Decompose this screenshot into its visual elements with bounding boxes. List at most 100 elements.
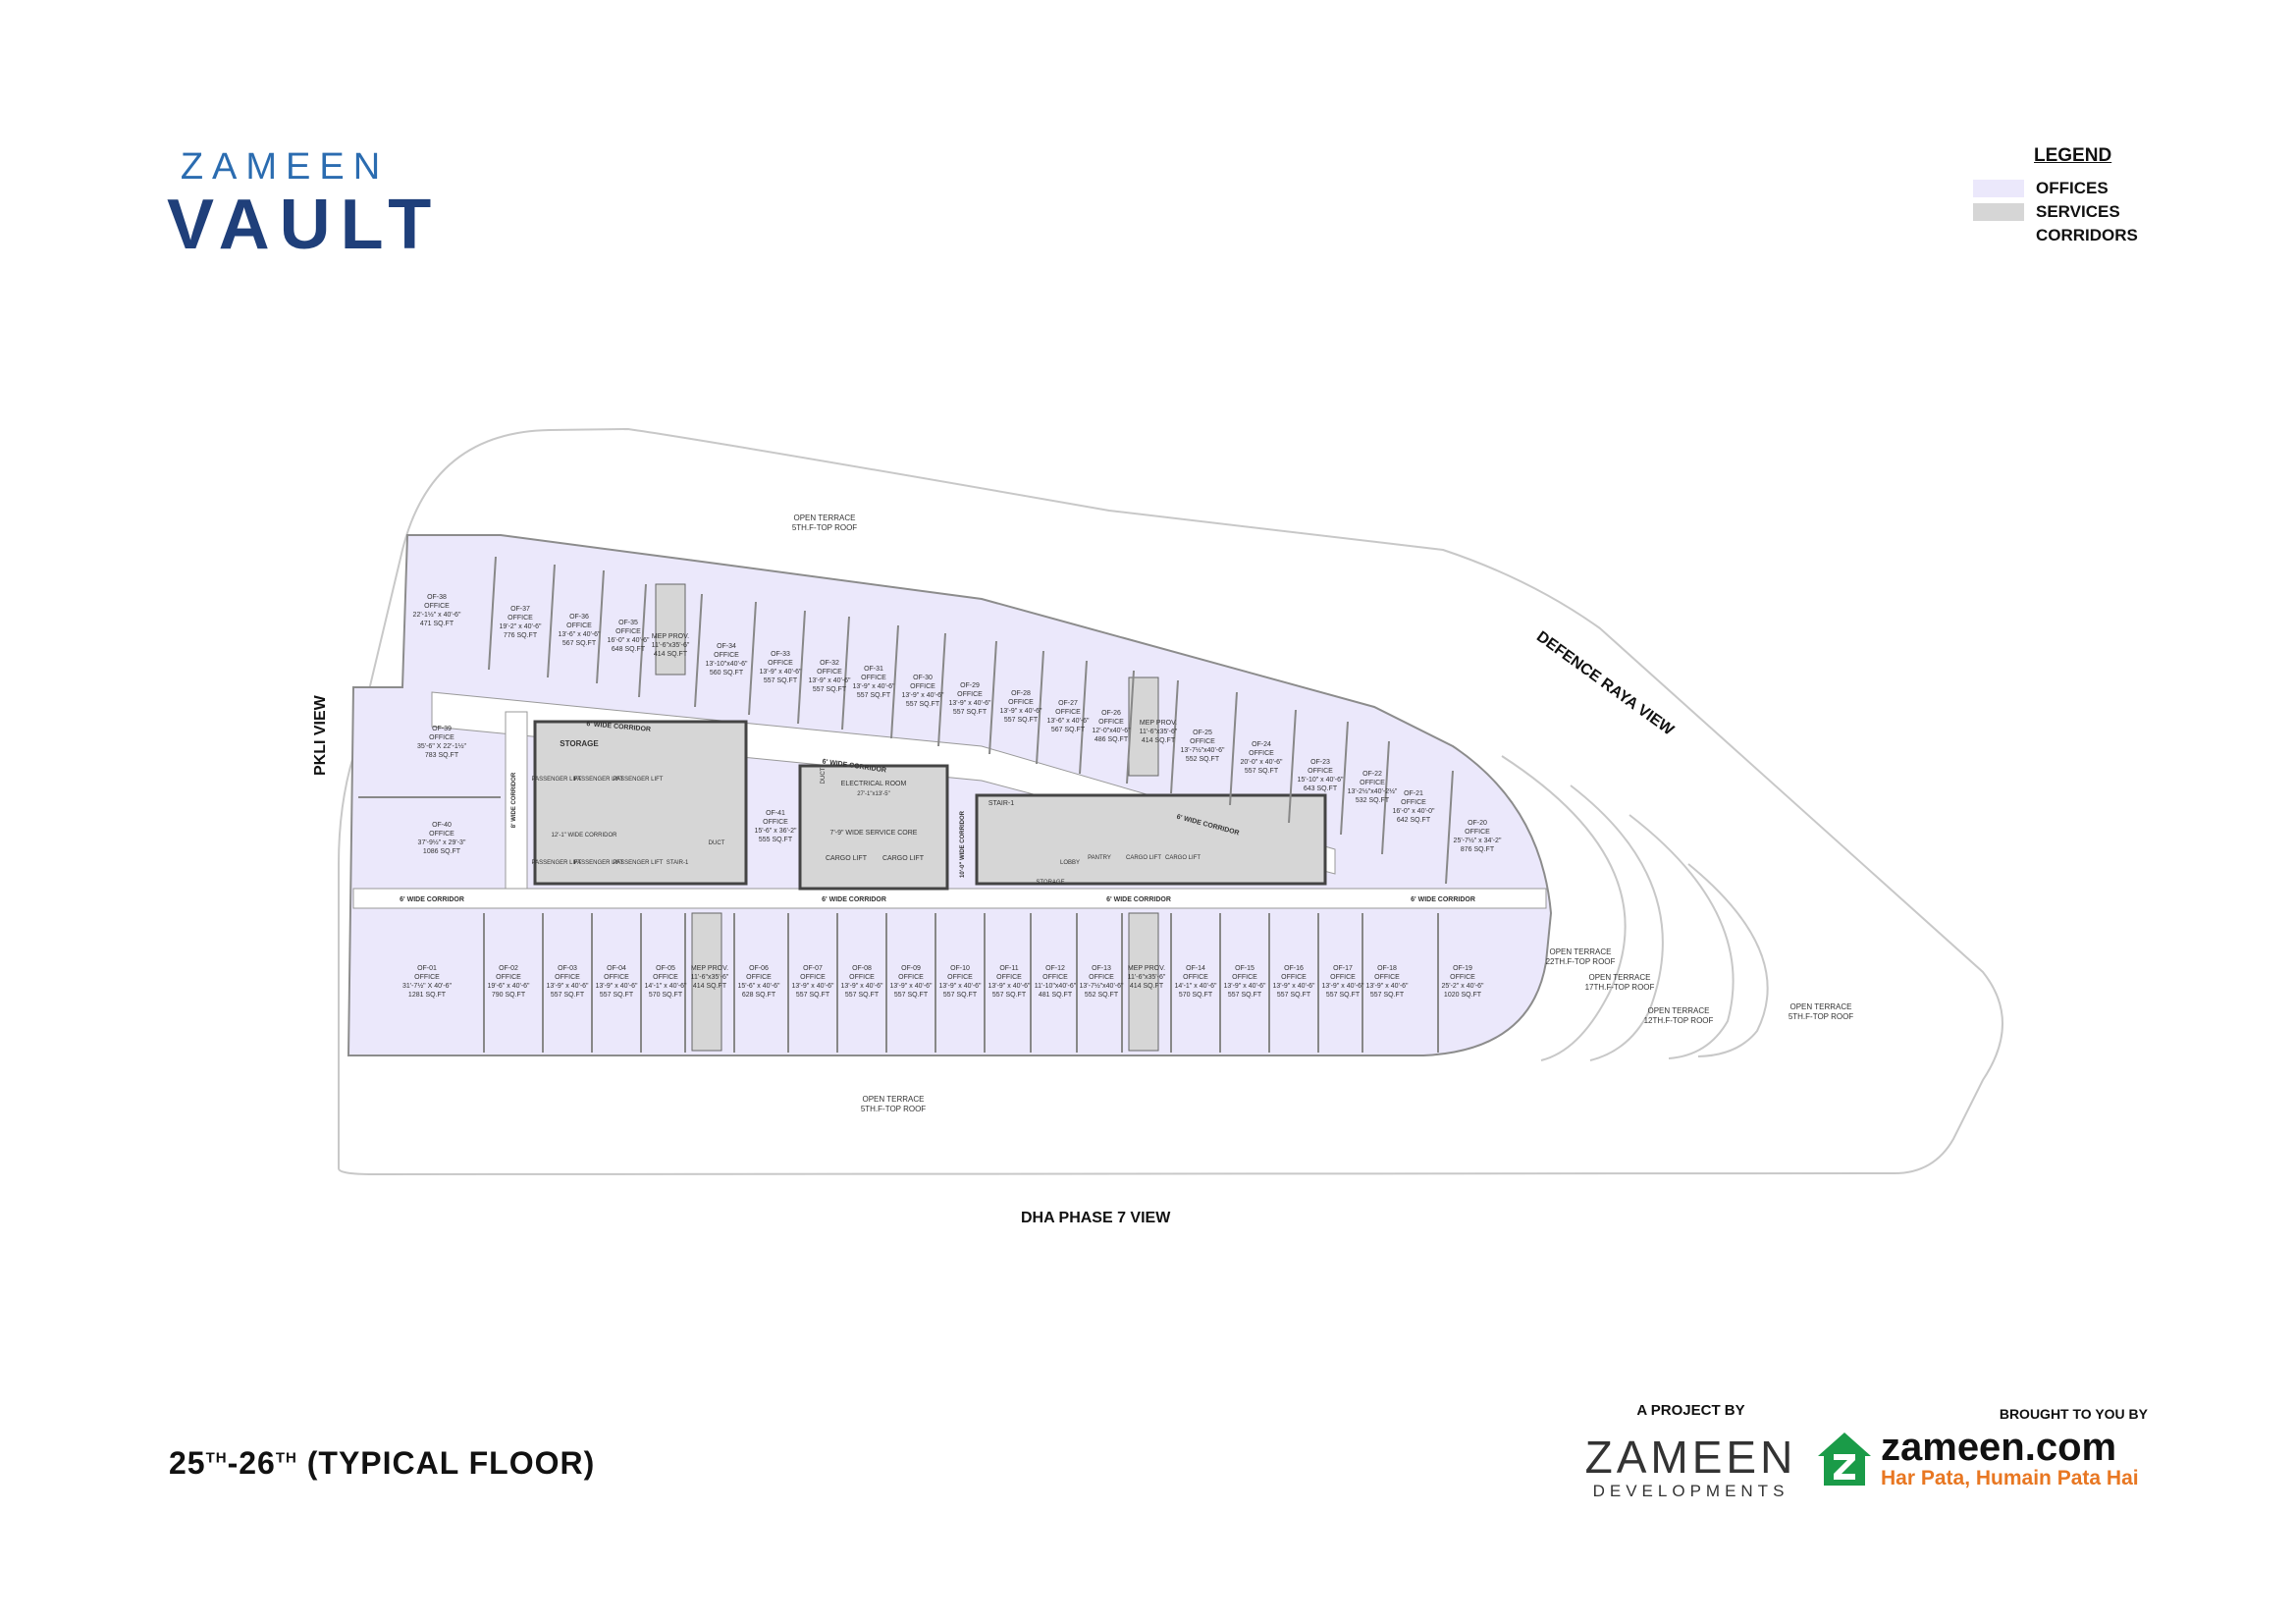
electrical-room-dims: 27'-1"x13'-5" <box>857 791 890 797</box>
top-unit-dims: 13'-9" x 40'-6" <box>948 700 991 707</box>
bottom-unit-type: OFFICE <box>849 974 875 981</box>
bottom-unit-type: OFFICE <box>604 974 629 981</box>
corridor-label: 6' WIDE CORRIDOR <box>400 896 464 903</box>
floor-title-end: -26 <box>227 1445 276 1481</box>
top-unit-type: OFFICE <box>1008 699 1034 706</box>
zameen-com-logo: BROUGHT TO YOU BY zameen.com Har Pata, H… <box>1814 1406 2148 1490</box>
legend-item: CORRIDORS <box>1973 224 2189 247</box>
project-by-caption: A PROJECT BY <box>1636 1402 1745 1419</box>
legend-swatch <box>1973 180 2024 197</box>
bottom-unit-dims: 15'-6" x 40'-6" <box>737 983 780 990</box>
bottom-unit-area: 1281 SQ.FT <box>408 992 447 999</box>
top-unit-area: 643 SQ.FT <box>1304 785 1338 792</box>
mep-shaft-bottom-1 <box>691 912 722 1052</box>
core-unit-dims: 15'-6" x 36'-2" <box>754 828 797 835</box>
house-logo-icon <box>1818 1433 1871 1486</box>
bottom-unit-area: 570 SQ.FT <box>649 992 683 999</box>
top-unit-area: 414 SQ.FT <box>654 651 688 658</box>
top-unit-type: OFFICE <box>910 683 935 690</box>
top-unit-id: OF-38 <box>427 594 447 601</box>
cargo-lift-label: CARGO LIFT <box>882 855 925 862</box>
bottom-unit-id: OF-14 <box>1186 965 1205 972</box>
top-unit-type: OFFICE <box>1055 709 1081 716</box>
top-unit-type: OFFICE <box>1360 780 1385 786</box>
top-unit-area: 642 SQ.FT <box>1397 817 1431 824</box>
unit-divider <box>488 556 497 671</box>
terrace-ring-1 <box>1501 755 1627 1061</box>
bottom-unit-type: OFFICE <box>1281 974 1307 981</box>
top-unit-type: OFFICE <box>1465 829 1490 836</box>
bottom-unit-dims: 13'-9" x 40'-6" <box>988 983 1031 990</box>
floor-title-start: 25 <box>169 1445 206 1481</box>
unit-divider <box>1079 660 1088 775</box>
pantry-label: PANTRY <box>1088 855 1111 861</box>
bottom-unit-id: MEP PROV. <box>691 965 728 972</box>
terrace-sub-label: 17TH.F-TOP ROOF <box>1585 983 1655 992</box>
unit-divider <box>1036 650 1044 765</box>
terrace-label: OPEN TERRACE <box>863 1095 925 1104</box>
corridor-lower <box>352 888 1547 909</box>
top-unit-area: 560 SQ.FT <box>710 670 744 676</box>
top-unit-dims: 16'-0" x 40'-0" <box>1392 808 1435 815</box>
top-unit-dims: 11'-6"x35'-6" <box>652 642 690 649</box>
unit-divider <box>748 601 757 716</box>
bottom-unit-id: OF-10 <box>950 965 970 972</box>
bottom-unit-area: 557 SQ.FT <box>796 992 830 999</box>
top-unit-id: OF-22 <box>1362 771 1382 778</box>
zameen-site-name: zameen.com <box>1881 1426 2117 1469</box>
legend-swatch <box>1973 203 2024 221</box>
top-unit-type: OFFICE <box>424 603 450 610</box>
unit-divider <box>1229 691 1238 806</box>
bottom-unit-area: 790 SQ.FT <box>492 992 526 999</box>
left-unit-id: OF-40 <box>432 822 452 829</box>
top-unit-type: OFFICE <box>566 622 592 629</box>
bottom-unit-id: OF-15 <box>1235 965 1255 972</box>
top-unit-dims: 13'-9" x 40'-6" <box>852 683 895 690</box>
bottom-unit-type: OFFICE <box>898 974 924 981</box>
top-unit-type: OFFICE <box>768 660 793 667</box>
top-unit-area: 552 SQ.FT <box>1186 756 1220 763</box>
top-unit-id: OF-28 <box>1011 690 1031 697</box>
bottom-unit-type: OFFICE <box>746 974 772 981</box>
cargo-lift-label: CARGO LIFT <box>826 855 868 862</box>
bottom-unit-dims: 31'-7½" X 40'-6" <box>402 982 453 990</box>
top-unit-dims: 19'-2" x 40'-6" <box>499 623 542 630</box>
unit-divider <box>797 610 806 725</box>
left-corridor-label: 8' WIDE CORRIDOR <box>511 772 517 828</box>
bottom-unit-id: OF-09 <box>901 965 921 972</box>
top-unit-dims: 13'-9" x 40'-6" <box>999 708 1042 715</box>
cargo-lift-label: CARGO LIFT <box>1126 855 1161 861</box>
top-unit-type: OFFICE <box>817 669 842 676</box>
bottom-unit-type: OFFICE <box>1330 974 1356 981</box>
left-unit-type: OFFICE <box>429 831 454 838</box>
top-unit-id: OF-24 <box>1252 741 1271 748</box>
developer-name: ZAMEEN <box>1584 1432 1797 1483</box>
top-unit-type: OFFICE <box>1098 719 1124 726</box>
corridor-label: 6' WIDE CORRIDOR <box>1106 896 1171 903</box>
bottom-unit-area: 557 SQ.FT <box>845 992 880 999</box>
legend-label: OFFICES <box>2036 179 2109 197</box>
floor-title-rest: (TYPICAL FLOOR) <box>296 1445 596 1481</box>
unit-divider <box>1445 770 1454 885</box>
terrace-sub-label: 5TH.F-TOP ROOF <box>861 1105 926 1113</box>
top-unit-dims: 13'-6" x 40'-6" <box>1046 718 1090 725</box>
passenger-lift-label: PASSENGER LIFT <box>574 860 624 866</box>
bottom-unit-id: OF-02 <box>499 965 518 972</box>
bottom-unit-id: OF-06 <box>749 965 769 972</box>
top-unit-area: 471 SQ.FT <box>420 621 454 627</box>
unit-divider <box>890 624 899 739</box>
terrace-sub-label: 5TH.F-TOP ROOF <box>1789 1012 1853 1021</box>
bottom-unit-id: OF-18 <box>1377 965 1397 972</box>
bottom-unit-id: OF-12 <box>1045 965 1065 972</box>
core-corridor-label: 12'-1" WIDE CORRIDOR <box>552 833 618 839</box>
unit-divider <box>841 616 850 730</box>
unit-divider <box>1381 740 1390 855</box>
left-unit-type: OFFICE <box>429 734 454 741</box>
bottom-unit-area: 557 SQ.FT <box>943 992 978 999</box>
top-unit-area: 876 SQ.FT <box>1461 846 1495 853</box>
bottom-unit-dims: 13'-9" x 40'-6" <box>1365 983 1409 990</box>
passenger-lift-label: PASSENGER LIFT <box>532 777 582 783</box>
bottom-unit-dims: 13'-9" x 40'-6" <box>1223 983 1266 990</box>
terrace-label: OPEN TERRACE <box>794 514 856 522</box>
view-label-bottom: DHA PHASE 7 VIEW <box>1021 1210 1171 1226</box>
